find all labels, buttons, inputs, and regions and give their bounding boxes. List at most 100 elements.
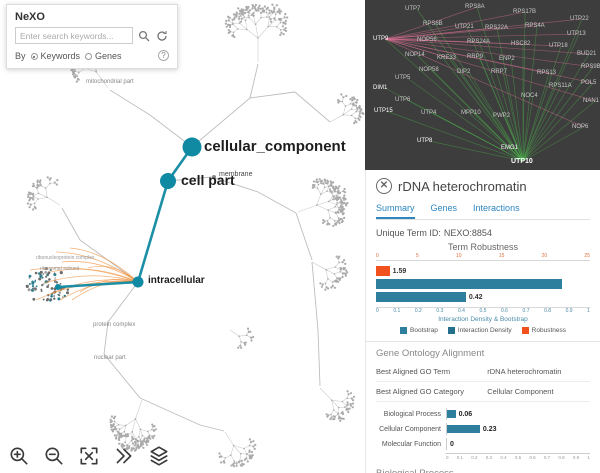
gene-node-pol5[interactable]: POL5 bbox=[581, 80, 597, 86]
tree-node-membrane[interactable]: membrane bbox=[219, 171, 253, 178]
gene-node-rps22a[interactable]: RPS22A bbox=[485, 25, 509, 31]
gene-node-nop56[interactable]: NOP56 bbox=[417, 37, 437, 43]
help-icon[interactable]: ? bbox=[158, 50, 169, 61]
term-title: rDNA heterochromatin bbox=[398, 178, 527, 194]
close-icon[interactable]: ✕ bbox=[376, 178, 392, 194]
radio-keywords[interactable]: Keywords bbox=[30, 51, 80, 61]
gene-node-utp18[interactable]: UTP18 bbox=[549, 43, 568, 49]
layers-button[interactable] bbox=[146, 443, 172, 469]
alignment-row-bp: Biological Process 0.06 bbox=[376, 408, 590, 420]
gene-node-utp5[interactable]: UTP5 bbox=[395, 75, 411, 81]
gene-node-emg1[interactable]: EMG1 bbox=[501, 145, 519, 151]
zoom-in-button[interactable] bbox=[6, 443, 32, 469]
gene-node-pwp2[interactable]: PWP2 bbox=[493, 113, 511, 119]
gene-node-hsc82[interactable]: HSC82 bbox=[511, 41, 531, 47]
gene-node-rrp9[interactable]: RRP9 bbox=[467, 54, 484, 60]
gene-node-rps24a[interactable]: RPS24A bbox=[467, 39, 491, 45]
unique-term-id: Unique Term ID:NEXO:8854 bbox=[376, 228, 492, 238]
tree-node-nuclear-part[interactable]: nuclear part bbox=[94, 355, 126, 361]
radio-keywords-dot[interactable] bbox=[30, 53, 38, 60]
expand-tree-button[interactable] bbox=[111, 443, 137, 469]
reset-icon[interactable] bbox=[155, 29, 169, 43]
interaction-density-bar bbox=[376, 292, 466, 302]
tree-node-intracellular[interactable]: intracellular bbox=[148, 275, 205, 286]
gene-node-utp15[interactable]: UTP15 bbox=[374, 108, 393, 114]
search-icon[interactable] bbox=[137, 29, 151, 43]
gene-node-enp2[interactable]: ENP2 bbox=[499, 56, 515, 62]
gene-node-nop6[interactable]: NOP6 bbox=[572, 124, 589, 130]
gene-node-nop58[interactable]: NOP58 bbox=[419, 67, 439, 73]
gene-node-nan1[interactable]: NAN1 bbox=[583, 98, 600, 104]
gene-node-rps13[interactable]: RPS13 bbox=[537, 70, 557, 76]
interaction-density-bar-row: 0.42 bbox=[376, 292, 590, 302]
gene-node-rps9b[interactable]: RPS9B bbox=[581, 64, 600, 70]
gene-node-utp4[interactable]: UTP4 bbox=[421, 110, 437, 116]
gene-node-dim1[interactable]: DIM1 bbox=[373, 85, 388, 91]
alignment-bar-cc bbox=[447, 425, 480, 433]
go-category-row: Best Aligned GO Category Cellular Compon… bbox=[376, 382, 590, 402]
gene-node-utp6[interactable]: UTP6 bbox=[395, 97, 411, 103]
gene-node-nop14[interactable]: NOP14 bbox=[405, 52, 425, 58]
ontology-tree-panel[interactable]: cellular_component cell part intracellul… bbox=[0, 0, 365, 473]
gene-node-utp10[interactable]: UTP10 bbox=[511, 158, 533, 165]
gene-node-mpp10[interactable]: MPP10 bbox=[461, 110, 481, 116]
fit-content-button[interactable] bbox=[76, 443, 102, 469]
gene-node-rps17b[interactable]: RPS17B bbox=[513, 9, 537, 15]
radio-genes-dot[interactable] bbox=[85, 53, 93, 60]
alignment-row-mf: Molecular Function 0 bbox=[376, 438, 590, 450]
tree-node-mitochondrial-part[interactable]: mitochondrial part bbox=[86, 79, 134, 85]
search-input[interactable] bbox=[15, 27, 133, 44]
alignment-bar-bp bbox=[447, 410, 456, 418]
gene-node-noc4[interactable]: NOC4 bbox=[521, 93, 538, 99]
tab-genes[interactable]: Genes bbox=[430, 203, 458, 213]
search-panel: NeXO By Keywords Genes bbox=[6, 4, 178, 69]
tab-summary[interactable]: Summary bbox=[376, 203, 415, 219]
tree-node-ribonucleoprotein-complex[interactable]: ribonucleoprotein complex bbox=[36, 255, 95, 261]
zoom-toolbar bbox=[6, 443, 172, 469]
by-label: By bbox=[15, 50, 26, 61]
gene-node-rps11a[interactable]: RPS11A bbox=[549, 83, 572, 89]
gene-node-kre33[interactable]: KRE33 bbox=[437, 55, 457, 61]
gene-node-rps4a[interactable]: RPS4A bbox=[525, 23, 545, 29]
tree-node-cellular-component[interactable]: cellular_component bbox=[204, 138, 346, 155]
legend-swatch-bootstrap bbox=[400, 327, 407, 334]
go-term-row: Best Aligned GO Term rDNA heterochromati… bbox=[376, 362, 590, 382]
robustness-bar bbox=[376, 266, 390, 276]
gene-node-bud21[interactable]: BUD21 bbox=[577, 51, 597, 57]
robustness-chart-title: Term Robustness bbox=[447, 242, 519, 252]
gene-node-utp7[interactable]: UTP7 bbox=[405, 6, 421, 12]
gene-node-utp13[interactable]: UTP13 bbox=[567, 31, 586, 37]
tree-node-ribosomal-subunit[interactable]: ribosomal subunit bbox=[40, 266, 80, 272]
tree-node-protein-complex[interactable]: protein complex bbox=[93, 322, 136, 328]
radio-genes[interactable]: Genes bbox=[85, 51, 122, 61]
density-axis-label: Interaction Density & Bootstrap bbox=[438, 316, 528, 323]
details-tabs: Summary Genes Interactions bbox=[376, 203, 590, 220]
legend-swatch-robustness bbox=[521, 327, 529, 334]
gene-node-rps6b[interactable]: RPS6B bbox=[423, 21, 443, 27]
gene-node-utp9[interactable]: UTP9 bbox=[373, 36, 389, 42]
gene-network-canvas[interactable] bbox=[365, 0, 600, 170]
go-alignment-chart: Biological Process 0.06 Cellular Compone… bbox=[376, 408, 590, 460]
gene-node-utp8[interactable]: UTP8 bbox=[417, 138, 433, 144]
term-details-panel: ✕ rDNA heterochromatin Summary Genes Int… bbox=[365, 170, 600, 473]
gene-node-utp22[interactable]: UTP22 bbox=[570, 16, 589, 22]
gene-node-rrp7[interactable]: RRP7 bbox=[491, 69, 508, 75]
tree-node-cell-part[interactable]: cell part bbox=[181, 172, 235, 188]
gene-node-rps8a[interactable]: RPS8A bbox=[465, 4, 485, 10]
tab-interactions[interactable]: Interactions bbox=[473, 203, 520, 213]
gene-node-dip2[interactable]: DIP2 bbox=[457, 69, 471, 75]
gene-node-utp21[interactable]: UTP21 bbox=[455, 24, 474, 30]
ontology-tree-canvas[interactable] bbox=[0, 0, 365, 473]
zoom-out-button[interactable] bbox=[41, 443, 67, 469]
legend-swatch-interaction-density bbox=[447, 327, 455, 334]
app-title: NeXO bbox=[15, 11, 45, 23]
biological-process-title: Biological Process bbox=[376, 468, 590, 473]
robustness-legend: Bootstrap Interaction Density Robustness bbox=[376, 327, 590, 334]
